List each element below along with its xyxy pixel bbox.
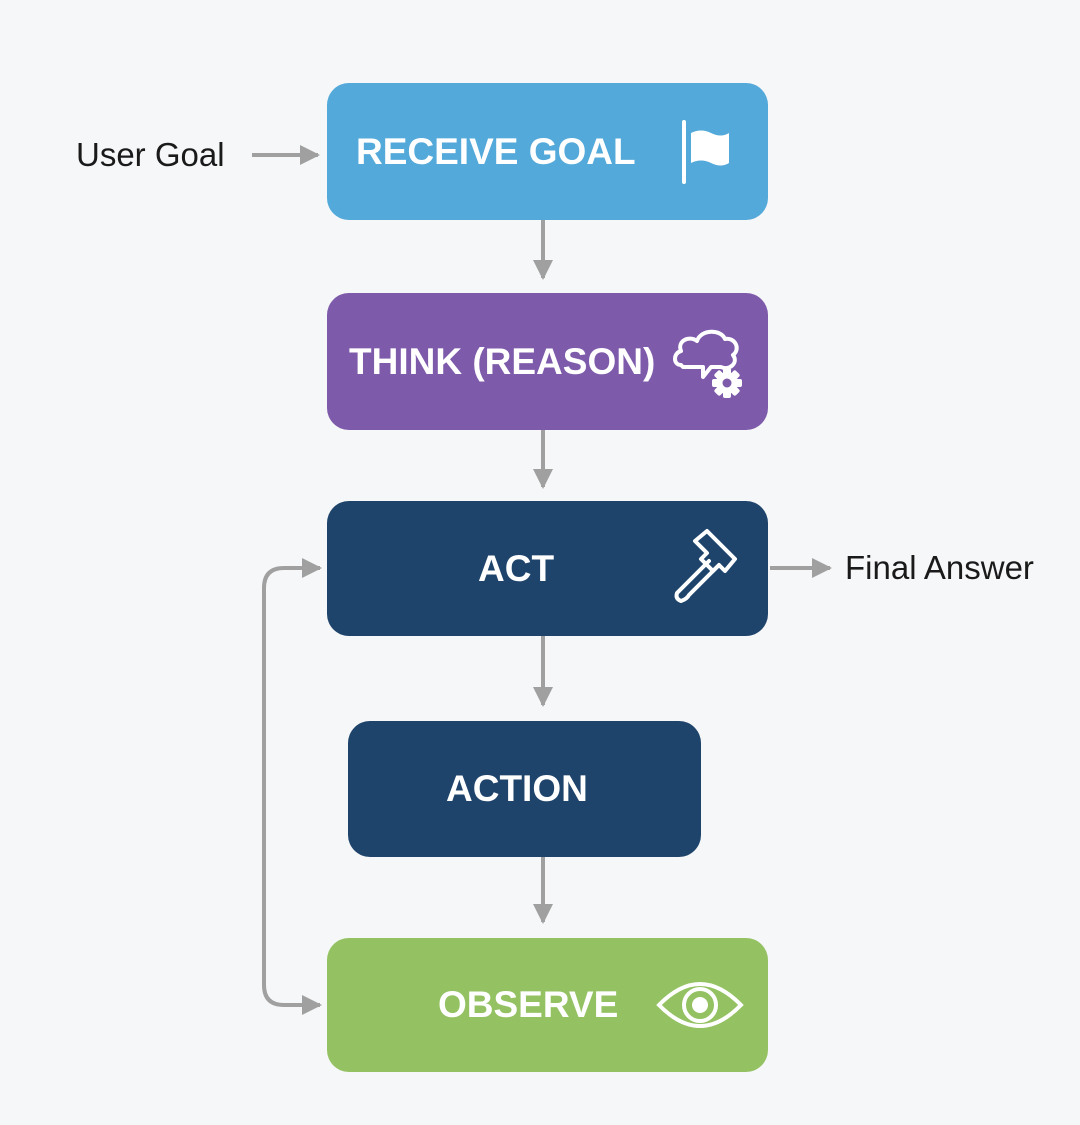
user-goal-label: User Goal bbox=[76, 136, 225, 173]
observe-node: OBSERVE bbox=[327, 938, 768, 1072]
eye-icon bbox=[655, 975, 745, 1044]
receive-goal-node: RECEIVE GOAL bbox=[327, 83, 768, 220]
hammer-icon bbox=[667, 527, 747, 616]
think-node: THINK (REASON) bbox=[327, 293, 768, 430]
loop-arrow-to-act bbox=[262, 558, 322, 765]
observe-label: OBSERVE bbox=[438, 984, 619, 1025]
act-label: ACT bbox=[478, 547, 555, 589]
thought-gear-icon bbox=[671, 321, 751, 412]
final-answer-label: Final Answer bbox=[845, 549, 1034, 586]
action-node: ACTION bbox=[348, 721, 701, 857]
act-node: ACT bbox=[327, 501, 768, 636]
loop-arrow-to-observe bbox=[262, 765, 322, 1015]
receive-goal-label: RECEIVE GOAL bbox=[356, 130, 636, 172]
action-label: ACTION bbox=[446, 768, 588, 809]
think-label: THINK (REASON) bbox=[349, 340, 656, 382]
flag-icon bbox=[679, 119, 735, 194]
